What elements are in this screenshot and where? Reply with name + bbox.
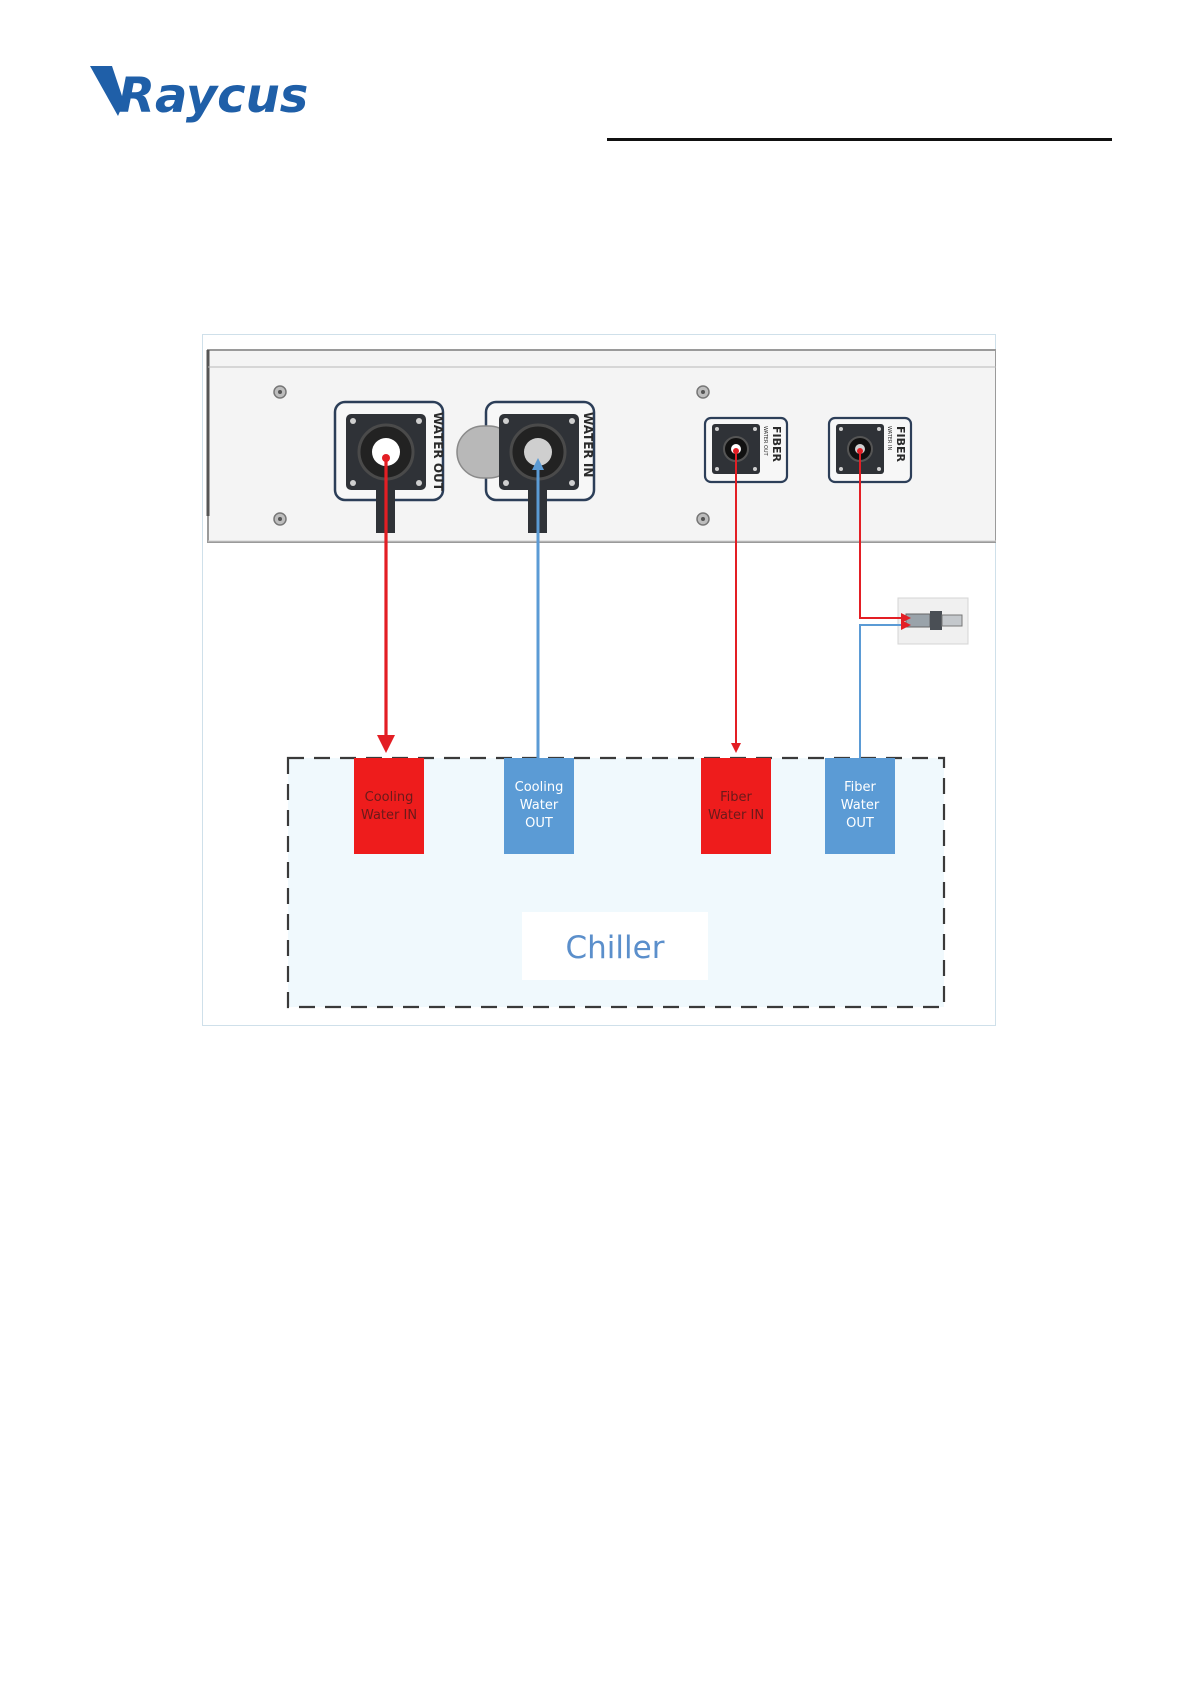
water-out-label: WATER OUT xyxy=(431,412,445,492)
logo-text: Raycus xyxy=(118,68,308,124)
port-label-line: Fiber xyxy=(844,780,876,795)
fiber-water-in-connector: FIBER WATER IN xyxy=(829,418,911,482)
port-label-line: OUT xyxy=(525,816,553,831)
port-label-line: Water IN xyxy=(361,808,417,823)
chiller-port-fiber-water-in: Fiber Water IN xyxy=(701,758,771,854)
chiller-label: Chiller xyxy=(566,930,665,966)
chiller-port-cooling-water-out: Cooling Water OUT xyxy=(504,758,574,854)
fiber-water-in-label: FIBER xyxy=(894,426,907,463)
fiber-connector-icon xyxy=(898,598,968,644)
port-label-line: Water xyxy=(520,798,559,813)
fiber-water-out-connector: FIBER WATER OUT xyxy=(705,418,787,482)
chiller-port-cooling-water-in: Cooling Water IN xyxy=(354,758,424,854)
chiller-port-fiber-water-out: Fiber Water OUT xyxy=(825,758,895,854)
header-rule xyxy=(607,138,1112,141)
fiber-water-in-sublabel: WATER IN xyxy=(886,426,892,450)
fiber-water-out-sublabel: WATER OUT xyxy=(762,426,768,457)
raycus-logo: Raycus xyxy=(88,58,348,128)
port-label-line: Cooling xyxy=(365,790,414,805)
port-label-line: Cooling xyxy=(515,780,564,795)
port-label-line: Water xyxy=(841,798,880,813)
port-label-line: Water IN xyxy=(708,808,764,823)
port-label-line: Fiber xyxy=(720,790,752,805)
port-label-line: OUT xyxy=(846,816,874,831)
fiber-water-out-label: FIBER xyxy=(770,426,783,463)
chiller-connection-diagram: WATER OUT WATER IN FIBER xyxy=(202,334,996,1026)
water-in-label: WATER IN xyxy=(581,412,595,477)
